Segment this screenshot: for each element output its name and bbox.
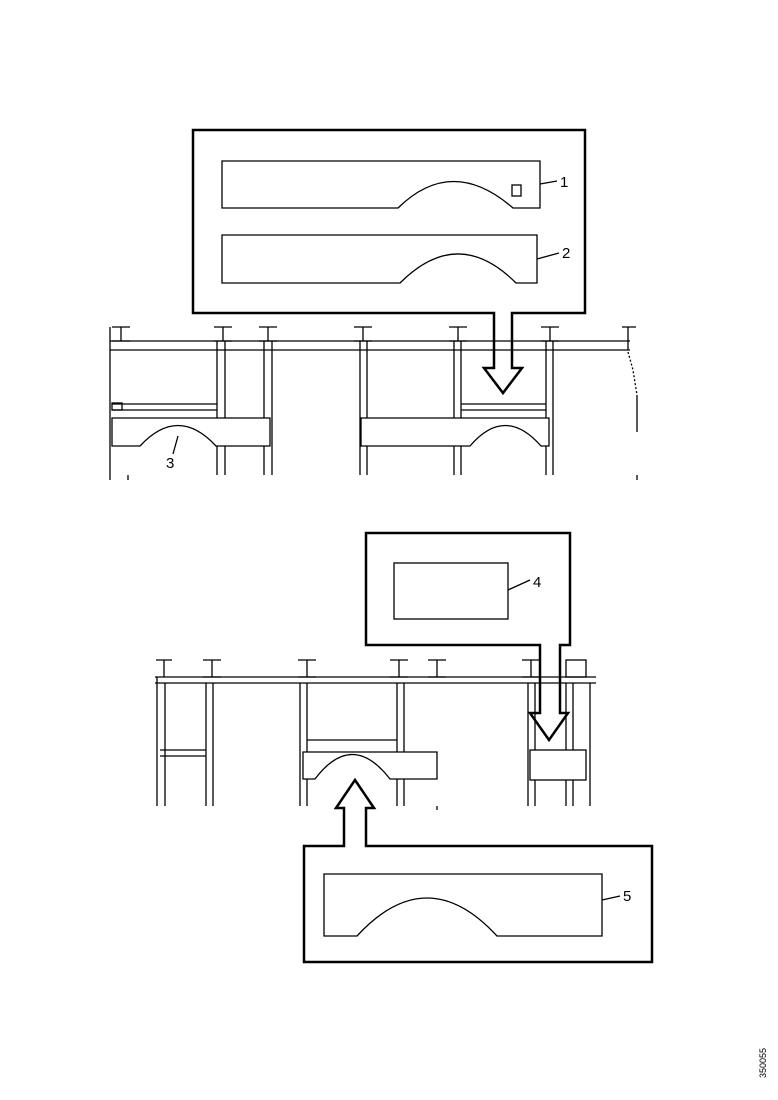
top-posts bbox=[109, 327, 638, 475]
callout-1: 1 bbox=[560, 174, 568, 191]
callout-5: 5 bbox=[623, 888, 631, 905]
part-installed-right bbox=[360, 417, 550, 447]
callout-2: 2 bbox=[562, 245, 570, 262]
top-floor-ticks bbox=[109, 475, 638, 480]
part-5-panel bbox=[323, 873, 603, 937]
reference-number: 350055 bbox=[758, 1048, 768, 1078]
callout-3: 3 bbox=[166, 455, 174, 472]
top-assembly bbox=[109, 128, 638, 480]
part-4-installed bbox=[529, 749, 587, 781]
bottom-installed-center bbox=[302, 751, 438, 780]
top-detail-box bbox=[191, 128, 587, 396]
part-1-panel bbox=[221, 160, 541, 209]
part-3-installed-left bbox=[111, 417, 271, 447]
leader-line-2 bbox=[536, 252, 560, 260]
leader-line-3 bbox=[172, 435, 179, 455]
bottom-beam-caps bbox=[156, 659, 587, 678]
bottom-assembly bbox=[155, 531, 654, 964]
part-4-panel bbox=[393, 562, 509, 620]
part-2-panel bbox=[221, 234, 538, 284]
callout-4: 4 bbox=[533, 574, 541, 591]
top-right-edge-detail bbox=[627, 351, 638, 396]
top-shelf-rails bbox=[111, 402, 546, 411]
top-beam-caps bbox=[112, 326, 636, 350]
part-1-small-square bbox=[511, 184, 522, 197]
bottom-detail-box-part5 bbox=[302, 777, 654, 964]
bottom-shelf-rails bbox=[160, 739, 397, 757]
leader-line-4 bbox=[507, 579, 531, 591]
leader-line-5 bbox=[601, 895, 621, 901]
leader-line-1 bbox=[539, 180, 558, 185]
bottom-posts bbox=[156, 677, 591, 806]
